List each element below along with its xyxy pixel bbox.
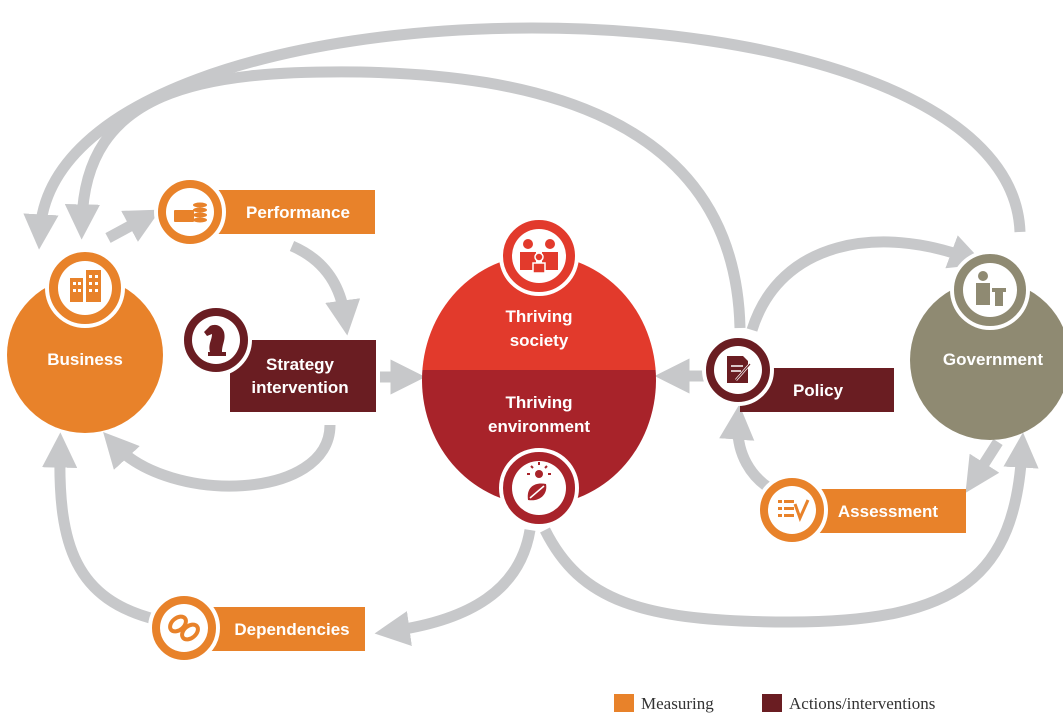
strategy-label-line-2: intervention [251, 378, 348, 397]
legend: Measuring Actions/interventions [614, 694, 935, 713]
strategy-label-line-1: Strategy [266, 355, 335, 374]
speaker-podium-icon [976, 271, 1006, 306]
arrow-performance-strategy [289, 240, 361, 336]
government-node: Government [910, 250, 1063, 440]
government-label: Government [943, 350, 1043, 369]
assessment-node: Assessment [756, 474, 966, 546]
arrow-policy-government [746, 235, 985, 332]
connector-arrows [23, 22, 1039, 646]
checklist-icon [778, 499, 810, 523]
dependencies-label: Dependencies [234, 620, 349, 639]
assessment-label: Assessment [838, 502, 939, 521]
coins-money-icon [174, 202, 207, 223]
society-label-line-1: Thriving [505, 307, 572, 326]
policy-node: Policy [702, 334, 894, 412]
legend-swatch-actions [762, 694, 782, 712]
arrow-outer-loop [23, 22, 1026, 250]
legend-label-measuring: Measuring [641, 694, 714, 713]
arrow-environment-government [540, 432, 1039, 628]
business-node: Business [7, 248, 163, 433]
chess-knight-icon [204, 324, 226, 356]
legend-swatch-measuring [614, 694, 634, 712]
sun-leaf-icon [527, 462, 551, 501]
policy-label: Policy [793, 381, 844, 400]
arrow-business-performance [105, 209, 161, 243]
legend-label-actions: Actions/interventions [789, 694, 935, 713]
chain-link-icon [168, 614, 200, 642]
dependencies-node: Dependencies [148, 592, 365, 664]
family-icon [520, 239, 558, 274]
environment-label-line-1: Thriving [505, 393, 572, 412]
business-label: Business [47, 350, 123, 369]
document-pen-icon [727, 356, 751, 383]
performance-node: Performance [154, 176, 375, 248]
arrow-government-assessment [965, 439, 1003, 493]
building-icon [70, 270, 101, 302]
arrow-inner-loop [64, 66, 746, 329]
strategy-node: Strategy intervention [180, 304, 376, 412]
arrow-environment-dependencies [374, 529, 536, 646]
arrow-dependencies-business [42, 432, 160, 626]
performance-label: Performance [246, 203, 350, 222]
environment-label-line-2: environment [488, 417, 590, 436]
center-node: Thriving society Thriving environment [422, 216, 656, 528]
arrow-strategy-business [103, 424, 336, 492]
society-label-line-2: society [510, 331, 569, 350]
